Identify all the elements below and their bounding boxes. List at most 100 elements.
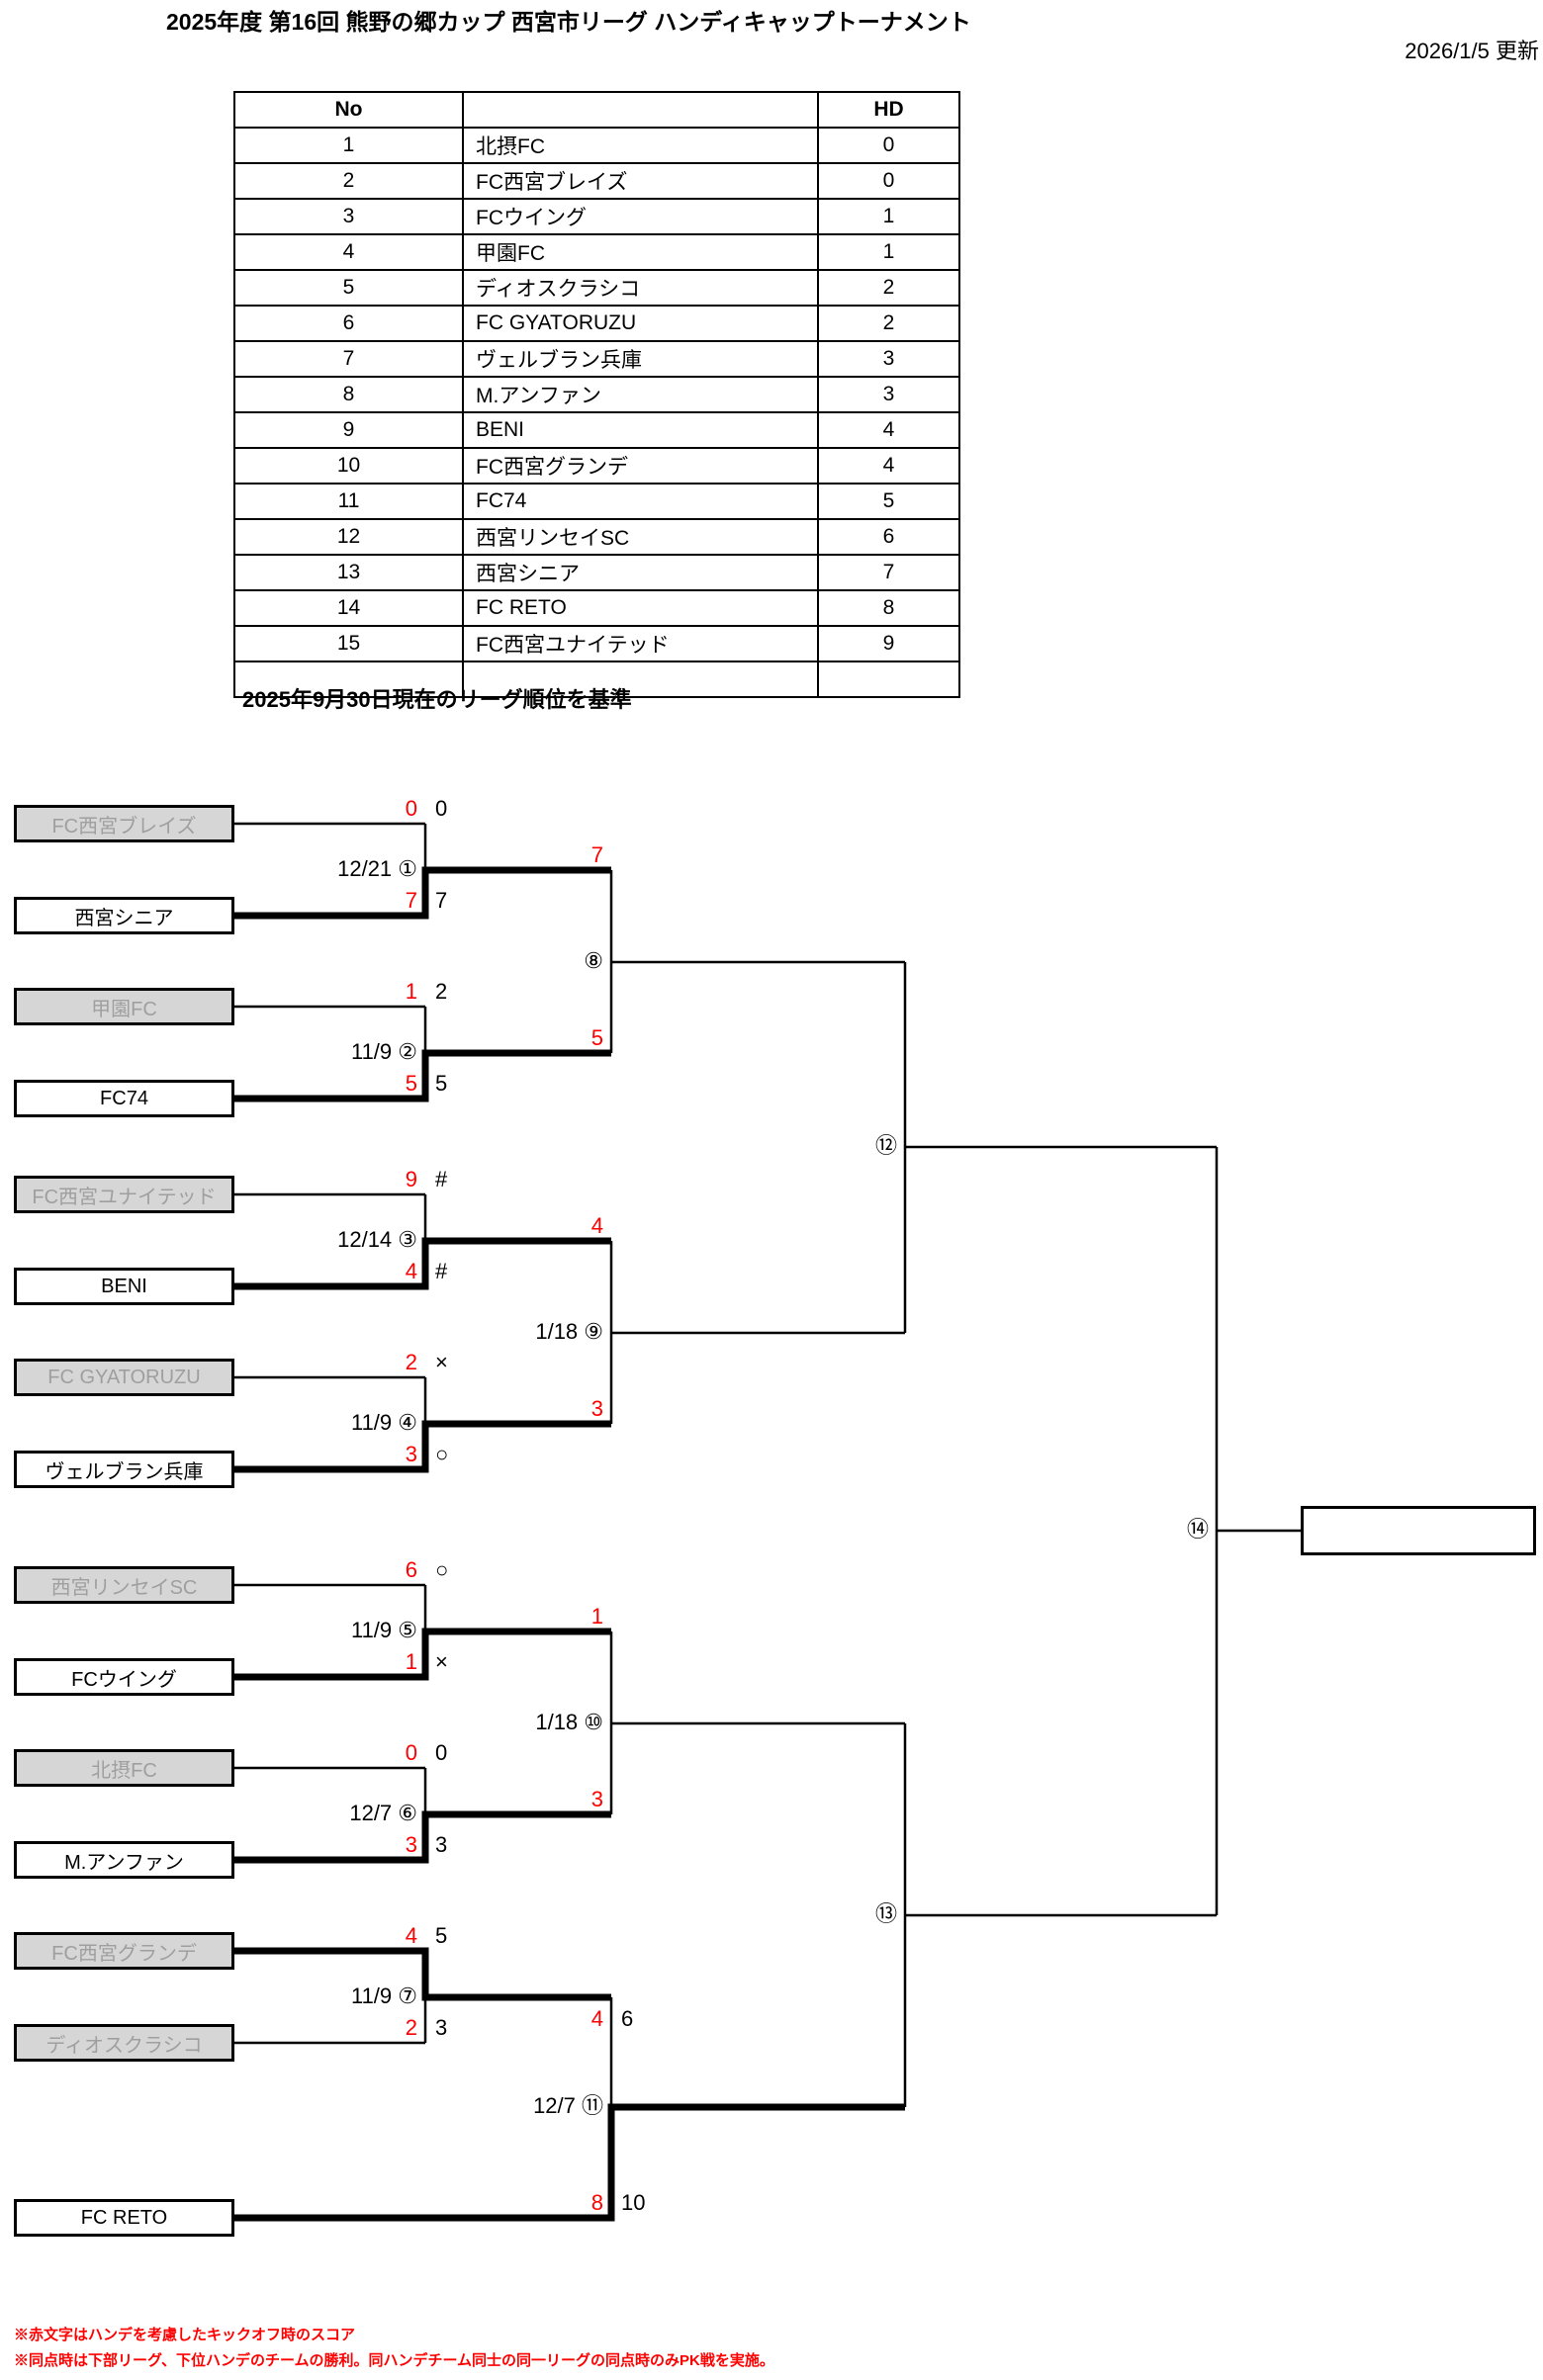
row-team: 甲園FC: [462, 233, 819, 271]
m11-bottom-kickoff: 8: [590, 2190, 603, 2215]
team-name: ディオスクラシコ: [45, 2034, 203, 2057]
team-box-hokusetsu-fc: 北摂FC: [14, 1749, 234, 1787]
m1-bottom-final: 7: [435, 888, 448, 913]
team-name: BENI: [101, 1275, 147, 1297]
note-kickoff-score: ※赤文字はハンデを考慮したキックオフ時のスコア: [14, 2327, 356, 2343]
col-header-hd: HD: [817, 91, 960, 129]
row-hd: 9: [817, 625, 960, 662]
row-team: FC74: [462, 483, 819, 520]
row-no: 10: [233, 447, 464, 485]
m4-bottom-kickoff: 3: [405, 1442, 417, 1466]
m11-top-kickoff: 4: [590, 2006, 603, 2031]
m4-top-kickoff: 2: [405, 1350, 417, 1374]
m11-bottom-final: 10: [621, 2190, 646, 2215]
page-title: 2025年度 第16回 熊野の郷カップ 西宮市リーグ ハンディキャップトーナメン…: [166, 9, 971, 35]
team-name: 北摂FC: [91, 1759, 157, 1782]
row-team: FC西宮グランデ: [462, 447, 819, 485]
team-name: FC RETO: [80, 2206, 168, 2229]
team-name: FCウイング: [71, 1668, 177, 1691]
m7-top-final: 5: [435, 1923, 448, 1948]
m4-top-final: ×: [435, 1350, 448, 1374]
team-name: M.アンファン: [64, 1851, 184, 1874]
match7-label: 11/9 ⑦: [350, 1983, 417, 2008]
team-box-fc-nishinomiya-grande: FC西宮グランデ: [14, 1932, 234, 1970]
row-no: 14: [233, 589, 464, 627]
row-no: 7: [233, 340, 464, 378]
table-row-empty: [233, 661, 960, 698]
m8-top-kickoff: 7: [590, 842, 603, 867]
m9-bottom-kickoff: 3: [590, 1396, 603, 1421]
m6-bottom-kickoff: 3: [405, 1832, 417, 1857]
team-name: 甲園FC: [91, 998, 157, 1020]
m6-bottom-final: 3: [435, 1832, 448, 1857]
m11-top-final: 6: [621, 2006, 634, 2031]
team-box-koen-fc: 甲園FC: [14, 988, 234, 1025]
match10-label: 1/18 ⑩: [535, 1710, 603, 1734]
m10-bottom-kickoff: 3: [590, 1787, 603, 1811]
team-name: 西宮シニア: [74, 907, 174, 929]
team-box-fc-reto: FC RETO: [14, 2199, 234, 2237]
team-box-nishinomiya-linsei-sc: 西宮リンセイSC: [14, 1566, 234, 1604]
col-header-no: No: [233, 91, 464, 129]
team-box-nishinomiya-senior: 西宮シニア: [14, 897, 234, 934]
note-tiebreak-rule: ※同点時は下部リーグ、下位ハンデのチームの勝利。同ハンデチーム同士の同一リーグの…: [14, 2352, 774, 2369]
team-name: FC GYATORUZU: [47, 1366, 201, 1388]
row-no: 12: [233, 518, 464, 556]
m1-top-final: 0: [435, 796, 448, 821]
team-box-beni: BENI: [14, 1268, 234, 1305]
row-no: 2: [233, 162, 464, 200]
m7-top-kickoff: 4: [405, 1923, 417, 1948]
row-team: FCウイング: [462, 198, 819, 235]
team-box-fc-nishinomiya-blaze: FC西宮ブレイズ: [14, 805, 234, 842]
m7-bottom-kickoff: 2: [405, 2015, 417, 2040]
match3-label: 12/14 ③: [337, 1227, 417, 1252]
m3-top-final: #: [435, 1167, 448, 1191]
m2-top-kickoff: 1: [405, 979, 417, 1004]
team-name: FC西宮グランデ: [51, 1942, 197, 1965]
row-no: 1: [233, 127, 464, 164]
row-no: 4: [233, 233, 464, 271]
team-box-fc-gyatoruzu: FC GYATORUZU: [14, 1359, 234, 1396]
team-box-fc-nishinomiya-united: FC西宮ユナイテッド: [14, 1176, 234, 1213]
match1-label: 12/21 ①: [337, 856, 417, 881]
match4-label: 11/9 ④: [350, 1410, 417, 1435]
row-hd: 2: [817, 269, 960, 307]
row-hd: 1: [817, 233, 960, 271]
match14-label: ⑭: [1186, 1517, 1209, 1542]
match6-label: 12/7 ⑥: [349, 1801, 417, 1825]
row-no: 15: [233, 625, 464, 662]
row-no: 5: [233, 269, 464, 307]
row-hd: 0: [817, 162, 960, 200]
row-no: 3: [233, 198, 464, 235]
row-hd: 6: [817, 518, 960, 556]
row-hd: [817, 661, 960, 698]
m3-bottom-final: #: [435, 1259, 448, 1283]
col-header-team: [462, 91, 819, 129]
row-team: FC西宮ユナイテッド: [462, 625, 819, 662]
row-hd: 3: [817, 376, 960, 413]
row-team: BENI: [462, 411, 819, 449]
m8-bottom-kickoff: 5: [590, 1025, 603, 1050]
m5-top-final: ○: [435, 1557, 449, 1582]
updated-date: 2026/1/5 更新: [1405, 39, 1539, 63]
bracket-thin-lines: [234, 822, 1301, 2107]
m2-bottom-final: 5: [435, 1071, 448, 1096]
row-no: 13: [233, 554, 464, 591]
row-team: FC西宮ブレイズ: [462, 162, 819, 200]
m6-top-final: 0: [435, 1740, 448, 1765]
m5-top-kickoff: 6: [405, 1557, 417, 1582]
row-team: [462, 661, 819, 698]
row-hd: 5: [817, 483, 960, 520]
champion-box: [1301, 1506, 1536, 1555]
team-name: 西宮リンセイSC: [50, 1576, 198, 1599]
row-no: [233, 661, 464, 698]
